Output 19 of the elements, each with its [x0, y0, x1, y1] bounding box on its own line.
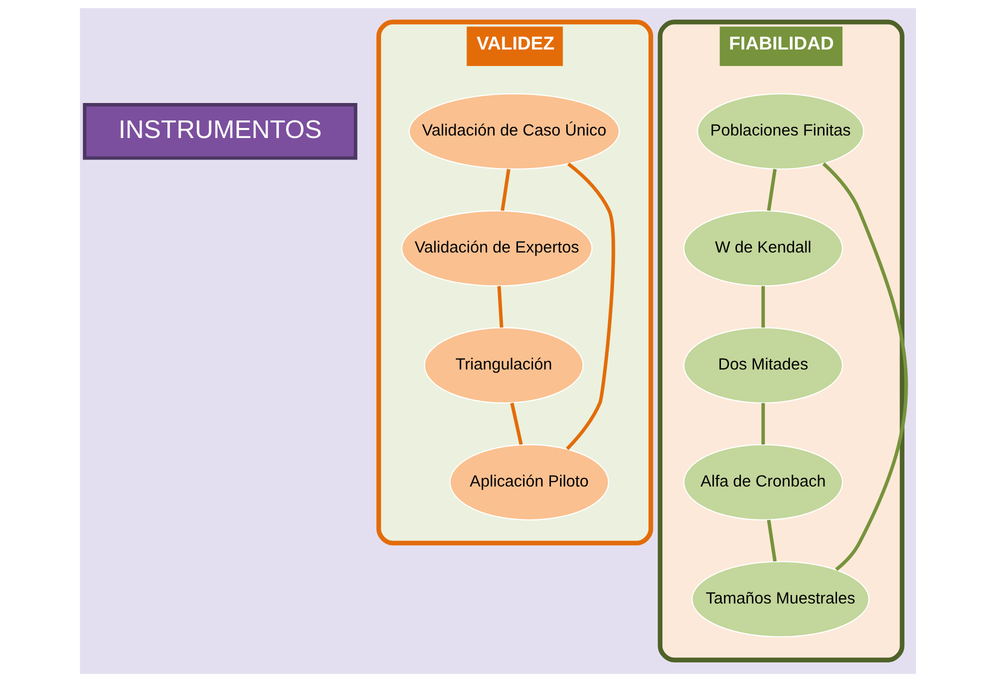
- node-ellipse: Tamaños Muestrales: [691, 561, 870, 638]
- node-ellipse: Validación de Expertos: [400, 210, 592, 287]
- node-ellipse: Aplicación Piloto: [448, 444, 609, 520]
- connector: [496, 286, 503, 328]
- node-ellipse: Dos Mitades: [682, 327, 843, 404]
- node-box: INSTRUMENTOS: [82, 103, 357, 160]
- node-ellipse: W de Kendall: [682, 210, 843, 287]
- connector: [760, 286, 764, 328]
- connector: [500, 168, 510, 211]
- connector: [822, 162, 908, 571]
- connector: [510, 402, 522, 445]
- node-ellipse: Alfa de Cronbach: [682, 444, 843, 520]
- connector: [766, 520, 776, 562]
- node-ellipse: Poblaciones Finitas: [696, 93, 864, 170]
- connector: [760, 403, 764, 444]
- node-ellipse: Validación de Caso Único: [408, 93, 620, 170]
- connector: [766, 168, 776, 211]
- connector: [565, 162, 615, 450]
- node-ellipse: Triangulación: [423, 327, 584, 404]
